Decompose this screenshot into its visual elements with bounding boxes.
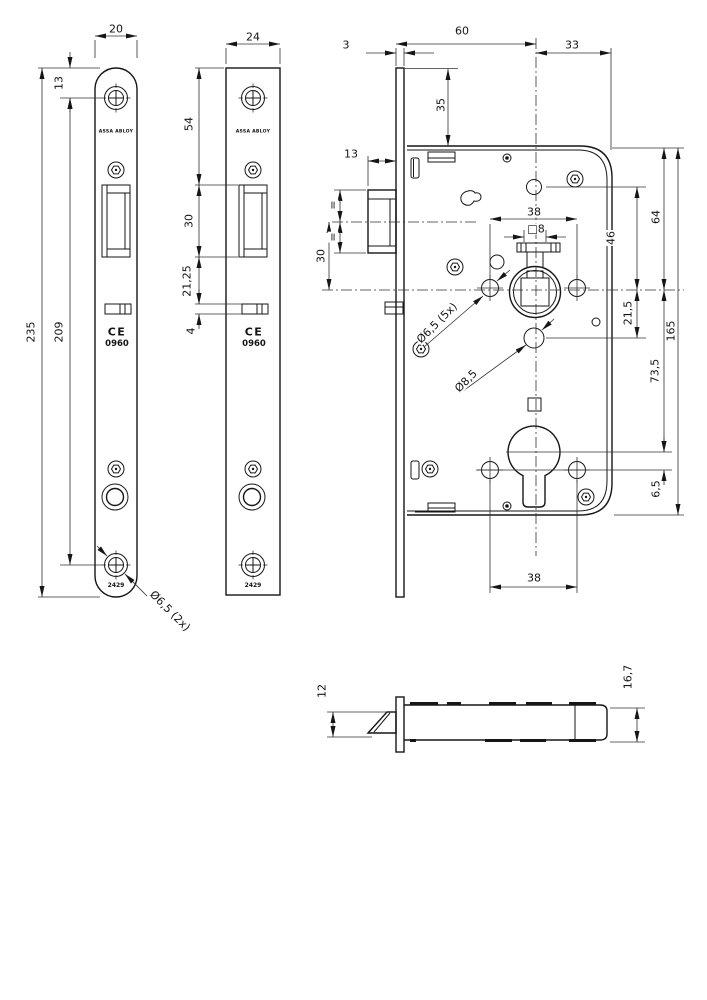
lock-side-view: [366, 696, 608, 753]
extension-lines: [38, 40, 684, 743]
faceplate-rounded-view: [94, 67, 138, 598]
faceplate-square-view: [225, 67, 281, 596]
lock-case-view: [367, 67, 613, 598]
centerlines: [322, 38, 684, 556]
